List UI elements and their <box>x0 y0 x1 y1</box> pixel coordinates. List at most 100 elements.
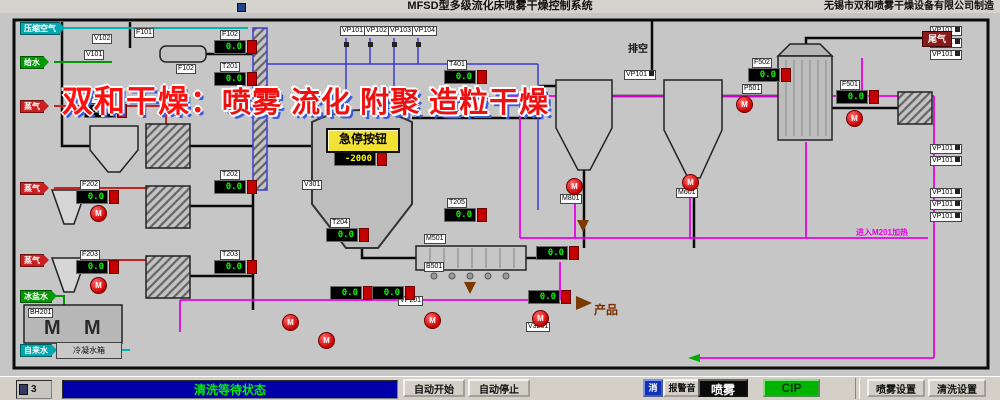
display-alarm-tag <box>359 228 369 242</box>
equipment-tag-VP101: VP101 <box>930 200 963 210</box>
equipment-tag-B501: B501 <box>424 262 445 272</box>
equipment-tag-VP104: VP104 <box>412 26 438 36</box>
pump-motor[interactable]: M <box>282 314 299 331</box>
equipment-tag-T201: T201 <box>220 62 240 72</box>
emergency-stop-button[interactable]: 急停按钮 <box>326 128 400 153</box>
pump-motor[interactable]: M <box>566 178 583 195</box>
display-value: 0.0 <box>536 246 568 260</box>
auto-stop-button[interactable]: 自动停止 <box>468 379 530 397</box>
equipment-tag-F102: F102 <box>176 64 196 74</box>
feed-arrowhead-icon <box>51 344 57 356</box>
equipment-tag-T202: T202 <box>220 170 240 180</box>
display-value: 0.0 <box>528 290 560 304</box>
clean-settings-button[interactable]: 清洗设置 <box>928 379 986 397</box>
alarm-label: 报警音 <box>663 379 701 397</box>
equipment-tag-VP103: VP103 <box>388 26 414 36</box>
product-arrows <box>464 220 592 310</box>
heat-exchanger-3 <box>145 255 191 299</box>
feed-label: 给水 <box>20 55 44 69</box>
cip-mode-button[interactable]: CIP <box>763 379 820 397</box>
valve-icon <box>955 27 961 32</box>
display-alarm-tag <box>109 260 119 274</box>
cyclone-b <box>663 79 723 179</box>
feed-label: 蒸气 <box>20 99 44 113</box>
alarm-counter[interactable]: 3 <box>16 380 52 399</box>
value-display-F102: 0.0 <box>214 40 257 54</box>
instrument-air-pipes <box>267 38 539 210</box>
heat-exchanger-2 <box>145 185 191 229</box>
pump-motor[interactable]: M <box>90 205 107 222</box>
display-value: 0.0 <box>748 68 780 82</box>
equipment-tag-VP101: VP101 <box>930 212 963 222</box>
display-value: 0.0 <box>214 260 246 274</box>
display-alarm-tag <box>247 180 257 194</box>
spray-settings-button[interactable]: 喷雾设置 <box>867 379 925 397</box>
valve-icon <box>955 201 961 206</box>
feed-arrow-自来水: 自来水 <box>20 343 57 357</box>
pump-motor[interactable]: M <box>90 277 107 294</box>
value-display-F502: 0.0 <box>748 68 791 82</box>
fluid-bed <box>415 245 527 271</box>
feed-arrowhead-icon <box>43 56 49 68</box>
display-value: 0.0 <box>84 104 116 118</box>
equipment-tag-VP101: VP101 <box>340 26 366 36</box>
heat-exchanger-1 <box>145 123 191 169</box>
feed-label: 冰盐水 <box>20 289 52 303</box>
equipment-tag-M501: M501 <box>424 234 446 244</box>
valve-icon <box>955 51 961 56</box>
valve-icon <box>955 145 961 150</box>
auto-start-button[interactable]: 自动开始 <box>403 379 465 397</box>
cip-heating-note: 进入M201加热 <box>856 228 909 237</box>
display-value: 0.0 <box>330 286 362 300</box>
pump-motor[interactable]: M <box>532 310 549 327</box>
equipment-tag-P501: P501 <box>742 84 763 94</box>
diagram-frame <box>12 18 990 370</box>
display-alarm-tag <box>247 40 257 54</box>
pump-motor[interactable]: M <box>682 174 699 191</box>
display-value: 0.0 <box>836 90 868 104</box>
equipment-tag-VP101: VP101 <box>930 156 963 166</box>
manufacturer-label: 无锡市双和喷雾干燥设备有限公司制造 <box>824 1 994 12</box>
display-alarm-tag <box>117 104 127 118</box>
display-value: 0.0 <box>214 180 246 194</box>
value-display-T502: 0.0 <box>528 290 571 304</box>
feed-label: 蒸气 <box>20 181 44 195</box>
equipment-tag-T205: T205 <box>447 198 467 208</box>
spray-mode-button[interactable]: 喷雾 <box>698 379 748 397</box>
feed-arrowhead-icon <box>59 22 65 34</box>
pump-motor[interactable]: M <box>318 332 335 349</box>
display-alarm-tag <box>781 68 791 82</box>
value-display-F203: 0.0 <box>76 260 119 274</box>
value-display-KT: -2000 <box>334 152 387 166</box>
filter-tank <box>897 91 933 125</box>
equipment-tag-T203: T203 <box>220 250 240 260</box>
display-alarm-tag <box>477 70 487 84</box>
display-alarm-tag <box>405 286 415 300</box>
pump-motor[interactable]: M <box>846 110 863 127</box>
feed-arrow-冰盐水: 冰盐水 <box>20 289 57 303</box>
feed-arrowhead-icon <box>51 290 57 302</box>
feed-arrow-蒸气: 蒸气 <box>20 99 49 113</box>
feed-arrowhead-icon <box>43 254 49 266</box>
pump-motor[interactable]: M <box>424 312 441 329</box>
display-value: 0.0 <box>214 40 246 54</box>
equipment-tag-F502: F502 <box>752 58 772 68</box>
feed-label: 压缩空气 <box>20 21 60 35</box>
feed-column <box>252 27 268 191</box>
pump-motor[interactable]: M <box>736 96 753 113</box>
equipment-tag-BH201: BH201 <box>28 308 54 318</box>
mute-alarm-button[interactable]: 消 报警音 <box>643 379 701 397</box>
control-bar: 3 清洗等待状态 自动开始 自动停止 消 报警音 喷雾 CIP 喷雾设置 清洗设… <box>0 376 1000 400</box>
value-display-VP201A: 0.0 <box>330 286 373 300</box>
display-alarm-tag <box>869 90 879 104</box>
equipment-tag-VP101: VP101 <box>930 188 963 198</box>
equipment-tag-V102: V102 <box>92 34 113 44</box>
equipment-tag-F102: F102 <box>220 30 240 40</box>
feed-arrow-压缩空气: 压缩空气 <box>20 21 65 35</box>
equipment-tag-T204: T204 <box>330 218 350 228</box>
equipment-tag-VP101: VP101 <box>624 70 657 80</box>
value-display-F201: 0.0 <box>84 104 127 118</box>
equipment-tag-V101: V101 <box>84 50 105 60</box>
value-display-T202: 0.0 <box>214 180 257 194</box>
